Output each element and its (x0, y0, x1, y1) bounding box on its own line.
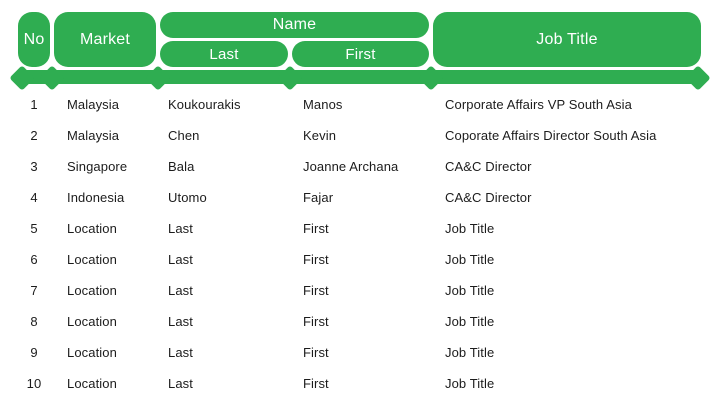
cell-market: Location (67, 252, 117, 267)
cell-first-name: Joanne Archana (303, 159, 399, 174)
header-job-title-label: Job Title (536, 30, 598, 48)
header-last-label: Last (209, 45, 239, 63)
cell-market: Singapore (67, 159, 128, 174)
cell-no: 9 (30, 345, 38, 360)
header-first: First (292, 41, 429, 67)
cell-first-name: First (303, 345, 329, 360)
cell-last-name: Bala (168, 159, 195, 174)
cell-first-name: First (303, 221, 329, 236)
table-row: 5 Location Last First Job Title (0, 213, 720, 244)
table-body: 1 Malaysia Koukourakis Manos Corporate A… (0, 89, 720, 399)
cell-job-title: Job Title (445, 376, 495, 391)
cell-no: 4 (30, 190, 38, 205)
divider-bar (18, 70, 702, 84)
table-row: 9 Location Last First Job Title (0, 337, 720, 368)
table-row: 4 Indonesia Utomo Fajar CA&C Director (0, 182, 720, 213)
table-row: 7 Location Last First Job Title (0, 275, 720, 306)
table-header: No Market Name Last First Job Title (0, 0, 720, 67)
cell-no: 1 (30, 97, 38, 112)
table-row: 10 Location Last First Job Title (0, 368, 720, 399)
cell-job-title: Job Title (445, 252, 495, 267)
cell-last-name: Last (168, 252, 193, 267)
cell-first-name: First (303, 376, 329, 391)
cell-market: Malaysia (67, 128, 120, 143)
cell-market: Location (67, 283, 117, 298)
cell-first-name: Manos (303, 97, 343, 112)
cell-job-title: Coporate Affairs Director South Asia (445, 128, 657, 143)
header-job-title: Job Title (433, 12, 701, 67)
cell-no: 7 (30, 283, 38, 298)
cell-no: 8 (30, 314, 38, 329)
cell-no: 3 (30, 159, 38, 174)
cell-no: 2 (30, 128, 38, 143)
cell-market: Indonesia (67, 190, 125, 205)
cell-first-name: Fajar (303, 190, 334, 205)
cell-first-name: First (303, 314, 329, 329)
cell-job-title: Job Title (445, 345, 495, 360)
cell-last-name: Last (168, 376, 193, 391)
header-market-label: Market (79, 30, 131, 48)
cell-first-name: Kevin (303, 128, 337, 143)
table-row: 1 Malaysia Koukourakis Manos Corporate A… (0, 89, 720, 120)
cell-last-name: Chen (168, 128, 200, 143)
cell-job-title: Job Title (445, 283, 495, 298)
cell-no: 10 (26, 376, 42, 391)
cell-first-name: First (303, 252, 329, 267)
header-divider (0, 65, 720, 91)
cell-job-title: Job Title (445, 314, 495, 329)
cell-no: 6 (30, 252, 38, 267)
cell-market: Location (67, 314, 117, 329)
cell-last-name: Last (168, 314, 193, 329)
cell-job-title: Job Title (445, 221, 495, 236)
cell-market: Location (67, 376, 117, 391)
cell-no: 5 (30, 221, 38, 236)
table-row: 6 Location Last First Job Title (0, 244, 720, 275)
table-row: 8 Location Last First Job Title (0, 306, 720, 337)
cell-last-name: Last (168, 283, 193, 298)
header-last: Last (160, 41, 288, 67)
header-no-label: No (23, 30, 45, 48)
header-name-label: Name (272, 16, 317, 33)
cell-last-name: Utomo (168, 190, 207, 205)
cell-market: Location (67, 345, 117, 360)
header-no: No (18, 12, 50, 67)
cell-last-name: Last (168, 221, 193, 236)
header-first-label: First (345, 45, 376, 63)
cell-last-name: Koukourakis (168, 97, 241, 112)
cell-job-title: CA&C Director (445, 159, 532, 174)
cell-market: Location (67, 221, 117, 236)
cell-job-title: Corporate Affairs VP South Asia (445, 97, 632, 112)
header-market: Market (54, 12, 156, 67)
cell-first-name: First (303, 283, 329, 298)
cell-job-title: CA&C Director (445, 190, 532, 205)
cell-last-name: Last (168, 345, 193, 360)
header-name-group: Name (160, 12, 429, 38)
table-row: 2 Malaysia Chen Kevin Coporate Affairs D… (0, 120, 720, 151)
cell-market: Malaysia (67, 97, 120, 112)
table-row: 3 Singapore Bala Joanne Archana CA&C Dir… (0, 151, 720, 182)
